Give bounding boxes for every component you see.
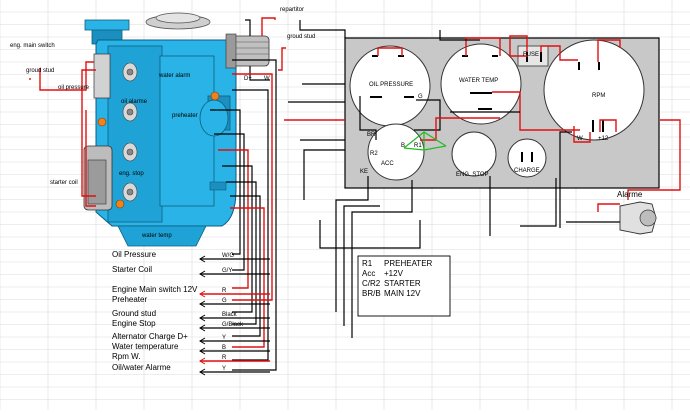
eng-stop-label: eng. stop bbox=[119, 171, 144, 177]
d-plus-label: D+ bbox=[244, 76, 252, 82]
water-alarm-label: water alarm bbox=[158, 73, 190, 79]
oil-alarme-label: oil alarme bbox=[121, 99, 148, 105]
oil-pressure-sensor-icon bbox=[97, 117, 107, 127]
legend-code: BR/B bbox=[362, 289, 381, 298]
legend-desc: +12V bbox=[384, 269, 404, 278]
oil-pressure-label: oil pressure bbox=[58, 85, 90, 91]
water-temp-label: water temp bbox=[141, 233, 172, 239]
oil-pressure-gauge-label: OIL PRESSURE bbox=[369, 82, 413, 88]
key-b-label: B bbox=[401, 143, 405, 149]
harness-color: R bbox=[222, 355, 227, 361]
harness-label: Oil/water Alarme bbox=[112, 363, 171, 372]
water-alarm-sensor-icon bbox=[210, 91, 220, 101]
harness-label: Ground stud bbox=[112, 309, 156, 318]
engine-block bbox=[83, 12, 237, 247]
harness-arrow-icon bbox=[199, 357, 206, 365]
harness-arrow-icon bbox=[199, 255, 206, 263]
harness-arrow-icon bbox=[199, 368, 206, 376]
harness-arrow-icon bbox=[199, 337, 206, 345]
rpm-w-terminal-label: W bbox=[577, 136, 583, 142]
side-plug bbox=[209, 181, 227, 191]
harness-arrow-icon bbox=[199, 347, 206, 355]
alternator-body bbox=[230, 35, 270, 67]
instrument-panel bbox=[344, 37, 660, 189]
legend-desc: STARTER bbox=[384, 279, 421, 288]
alternator bbox=[225, 33, 270, 69]
w-terminal-label: W bbox=[264, 76, 270, 82]
harness-color: G/Y bbox=[222, 268, 232, 274]
charge-lamp[interactable] bbox=[507, 138, 547, 178]
ground-stud-left-label: groud stud bbox=[26, 68, 54, 74]
engine-cap-top bbox=[84, 19, 130, 31]
harness-label: Starter Coil bbox=[112, 265, 152, 274]
alternator-labels: repartitor groud stud D+ W bbox=[244, 7, 315, 82]
rpm-gauge-label: RPM bbox=[592, 93, 605, 99]
harness-arrow-icon bbox=[199, 314, 206, 322]
harness-label: Preheater bbox=[112, 295, 147, 304]
manifold-elbow bbox=[199, 99, 229, 137]
starter-coil-body bbox=[87, 159, 107, 205]
legend-box bbox=[357, 255, 451, 317]
water-temp-gauge[interactable] bbox=[440, 43, 522, 125]
harness-color: G/Black bbox=[222, 322, 244, 328]
eng-stop-button[interactable] bbox=[451, 131, 497, 177]
water-temp-sensor-icon bbox=[115, 199, 125, 209]
harness-arrow-icon bbox=[199, 270, 206, 278]
legend-desc: PREHEATER bbox=[384, 259, 433, 268]
key-acc-label: ACC bbox=[381, 161, 394, 167]
harness-arrow-icon bbox=[199, 324, 206, 332]
panel-labels: OIL PRESSURE WATER TEMP RPM FUSE G BR B … bbox=[360, 52, 609, 178]
harness-arrow-icon bbox=[199, 290, 206, 298]
wires bbox=[29, 17, 681, 371]
harness-color: Y bbox=[222, 366, 226, 372]
oil-pressure-switch-housing bbox=[93, 53, 111, 99]
harness-label: Alternator Charge D+ bbox=[112, 332, 188, 341]
key-r1-label: R1 bbox=[414, 143, 422, 149]
injectors bbox=[122, 62, 138, 202]
rpm-12-terminal-label: +12 bbox=[598, 136, 609, 142]
key-switch[interactable] bbox=[367, 123, 425, 181]
harness-color: B bbox=[222, 345, 226, 351]
harness: Oil Pressure W/G Starter Coil G/Y Engine Mai… bbox=[112, 250, 270, 376]
legend-code: C/R2 bbox=[362, 279, 381, 288]
alarm-buzzer bbox=[619, 201, 657, 235]
charge-lamp-label: CHARGE bbox=[514, 168, 540, 174]
gauge-terminals bbox=[370, 52, 604, 162]
starter-coil-label: starter coil bbox=[50, 180, 78, 186]
harness-label: Water temperature bbox=[112, 342, 179, 351]
legend-code: Acc bbox=[362, 269, 375, 278]
key-r2-label: R2 bbox=[370, 151, 378, 157]
eng-stop-button-label: ENG. STOP bbox=[456, 172, 489, 178]
rpm-gauge[interactable] bbox=[543, 39, 645, 141]
legend-code: R1 bbox=[362, 259, 373, 268]
key-ke-label: KE bbox=[360, 169, 368, 175]
oil-pan bbox=[117, 225, 207, 247]
ground-stud-alt-label: groud stud bbox=[287, 34, 315, 40]
alternator-pulley bbox=[225, 33, 237, 69]
repartitor-label: repartitor bbox=[280, 7, 304, 13]
harness-color: W/G bbox=[222, 253, 234, 259]
g-marker-label: G bbox=[418, 94, 423, 100]
harness-label: Engine Stop bbox=[112, 319, 156, 328]
harness-label: Rpm W. bbox=[112, 352, 140, 361]
harness-label: Oil Pressure bbox=[112, 250, 157, 259]
engine-labels: eng. main switch groud stud oil pressure… bbox=[10, 43, 198, 239]
legend-desc: MAIN 12V bbox=[384, 289, 421, 298]
harness-color: Y bbox=[222, 335, 226, 341]
harness-color: Black bbox=[222, 312, 238, 318]
harness-arrow-icon bbox=[199, 300, 206, 308]
preheater-label: preheater bbox=[172, 113, 198, 119]
key-br-label: BR bbox=[367, 132, 376, 138]
harness-label: Engine Main switch 12V bbox=[112, 285, 198, 294]
harness-color: R bbox=[222, 288, 227, 294]
alarme-label: Alarme bbox=[617, 190, 643, 199]
harness-color: G bbox=[222, 298, 227, 304]
eng-main-switch-label: eng. main switch bbox=[10, 43, 55, 49]
water-temp-gauge-label: WATER TEMP bbox=[459, 78, 498, 84]
pulley-top bbox=[155, 12, 201, 24]
fuse-label: FUSE bbox=[523, 52, 539, 58]
